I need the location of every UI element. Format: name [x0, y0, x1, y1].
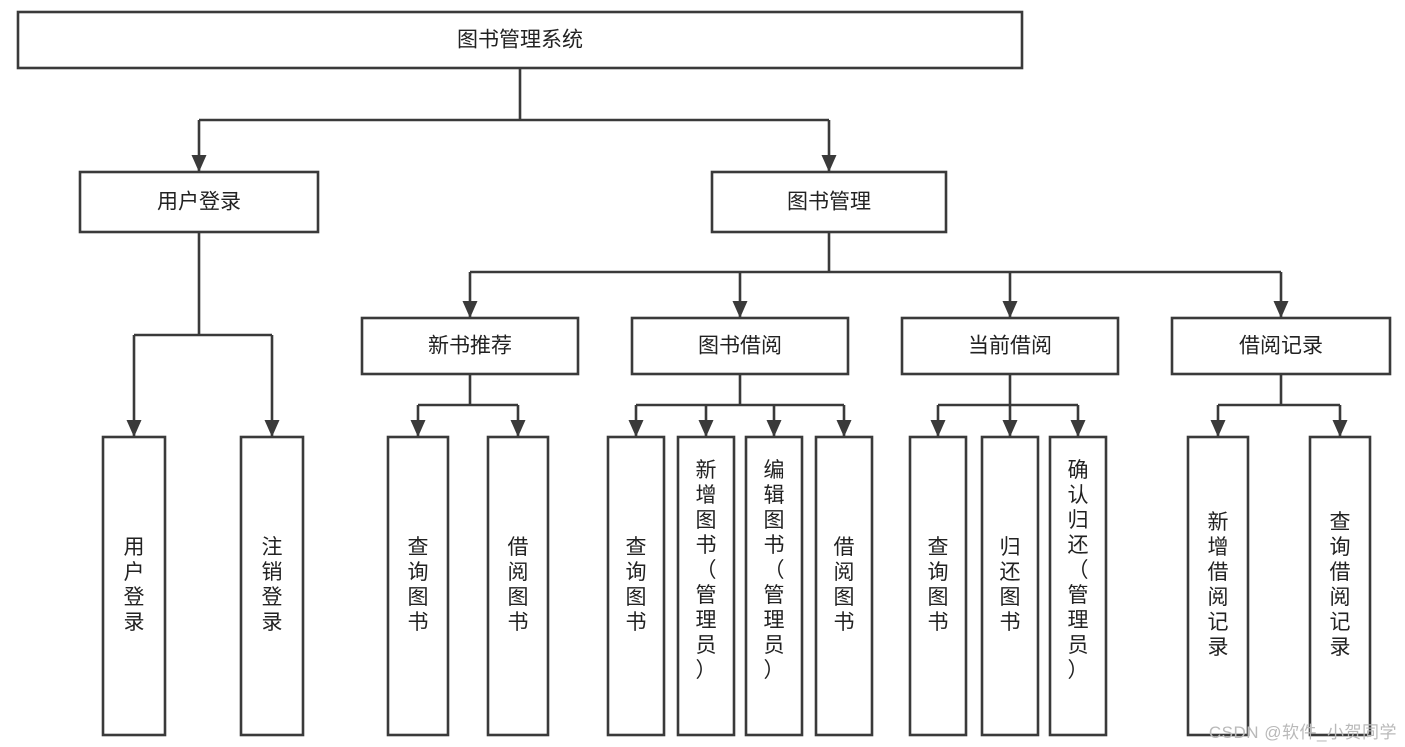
node-box-借阅图书	[814, 435, 874, 737]
node-box-注销登录	[239, 435, 305, 737]
node-box-查询图书	[386, 435, 450, 737]
node-label-查询图书: 查询图书	[928, 536, 949, 634]
node-用户登录[interactable]: 用户登录	[101, 435, 167, 737]
node-确认归还管理员[interactable]: 确认归还（管理员）	[1048, 435, 1108, 737]
arrow-head-icon	[1002, 420, 1018, 437]
arrow-head-icon	[1332, 420, 1348, 437]
arrow-head-icon	[1210, 420, 1226, 437]
node-编辑图书管理员[interactable]: 编辑图书（管理员）	[744, 435, 804, 737]
arrow-head-icon	[1273, 301, 1289, 318]
node-label-用户登录: 用户登录	[124, 536, 145, 634]
node-label-用户登录: 用户登录	[157, 191, 241, 214]
node-label-归还图书: 归还图书	[1000, 536, 1021, 634]
arrow-head-icon	[1002, 301, 1018, 318]
arrow-head-icon	[628, 420, 644, 437]
arrow-head-icon	[732, 301, 748, 318]
node-label-新增借阅记录: 新增借阅记录	[1208, 511, 1229, 659]
node-label-编辑图书管理员: 编辑图书（管理员）	[764, 459, 785, 682]
arrow-head-icon	[510, 420, 526, 437]
node-label-图书管理系统: 图书管理系统	[457, 29, 583, 52]
node-用户登录[interactable]: 用户登录	[78, 170, 320, 234]
node-查询图书[interactable]: 查询图书	[386, 435, 450, 737]
node-查询图书[interactable]: 查询图书	[606, 435, 666, 737]
connector-layer	[126, 68, 1348, 437]
node-box-归还图书	[980, 435, 1040, 737]
node-图书管理系统[interactable]: 图书管理系统	[16, 10, 1024, 70]
arrow-head-icon	[410, 420, 426, 437]
node-label-借阅记录: 借阅记录	[1239, 335, 1323, 358]
arrow-head-icon	[930, 420, 946, 437]
node-box-查询借阅记录	[1308, 435, 1372, 737]
node-label-确认归还管理员: 确认归还（管理员）	[1068, 459, 1089, 682]
arrow-head-icon	[264, 420, 280, 437]
node-box-新增借阅记录	[1186, 435, 1250, 737]
node-box-确认归还管理员	[1048, 435, 1108, 737]
node-label-注销登录: 注销登录	[262, 536, 283, 634]
node-box-查询图书	[908, 435, 968, 737]
node-label-查询图书: 查询图书	[626, 536, 647, 634]
node-查询借阅记录[interactable]: 查询借阅记录	[1308, 435, 1372, 737]
node-box-图书借阅	[630, 316, 850, 376]
node-box-新书推荐	[360, 316, 580, 376]
node-label-借阅图书: 借阅图书	[508, 536, 529, 634]
node-图书管理[interactable]: 图书管理	[710, 170, 948, 234]
node-借阅记录[interactable]: 借阅记录	[1170, 316, 1392, 376]
node-label-查询图书: 查询图书	[408, 536, 429, 634]
arrow-head-icon	[698, 420, 714, 437]
node-label-图书管理: 图书管理	[787, 191, 871, 214]
arrow-head-icon	[126, 420, 142, 437]
node-label-当前借阅: 当前借阅	[968, 335, 1052, 358]
node-box-当前借阅	[900, 316, 1120, 376]
node-box-用户登录	[101, 435, 167, 737]
node-label-借阅图书: 借阅图书	[834, 536, 855, 634]
node-box-编辑图书管理员	[744, 435, 804, 737]
watermark-text: CSDN @软件_小贺同学	[1208, 723, 1397, 742]
node-label-查询借阅记录: 查询借阅记录	[1330, 511, 1351, 659]
node-新书推荐[interactable]: 新书推荐	[360, 316, 580, 376]
arrow-head-icon	[821, 155, 837, 172]
node-label-图书借阅: 图书借阅	[698, 335, 782, 358]
node-box-借阅图书	[486, 435, 550, 737]
node-借阅图书[interactable]: 借阅图书	[486, 435, 550, 737]
node-box-新增图书管理员	[676, 435, 736, 737]
node-注销登录[interactable]: 注销登录	[239, 435, 305, 737]
node-新增借阅记录[interactable]: 新增借阅记录	[1186, 435, 1250, 737]
node-借阅图书[interactable]: 借阅图书	[814, 435, 874, 737]
node-box-查询图书	[606, 435, 666, 737]
arrow-head-icon	[766, 420, 782, 437]
node-图书借阅[interactable]: 图书借阅	[630, 316, 850, 376]
node-box-图书管理	[710, 170, 948, 234]
node-归还图书[interactable]: 归还图书	[980, 435, 1040, 737]
node-box-用户登录	[78, 170, 320, 234]
node-layer: 图书管理系统用户登录用户登录注销登录图书管理新书推荐查询图书借阅图书图书借阅查询…	[16, 10, 1392, 737]
node-当前借阅[interactable]: 当前借阅	[900, 316, 1120, 376]
arrow-head-icon	[462, 301, 478, 318]
node-新增图书管理员[interactable]: 新增图书（管理员）	[676, 435, 736, 737]
node-box-图书管理系统	[16, 10, 1024, 70]
node-label-新增图书管理员: 新增图书（管理员）	[696, 459, 717, 682]
node-label-新书推荐: 新书推荐	[428, 335, 512, 358]
arrow-head-icon	[1070, 420, 1086, 437]
node-box-借阅记录	[1170, 316, 1392, 376]
arrow-head-icon	[191, 155, 207, 172]
arrow-head-icon	[836, 420, 852, 437]
node-查询图书[interactable]: 查询图书	[908, 435, 968, 737]
